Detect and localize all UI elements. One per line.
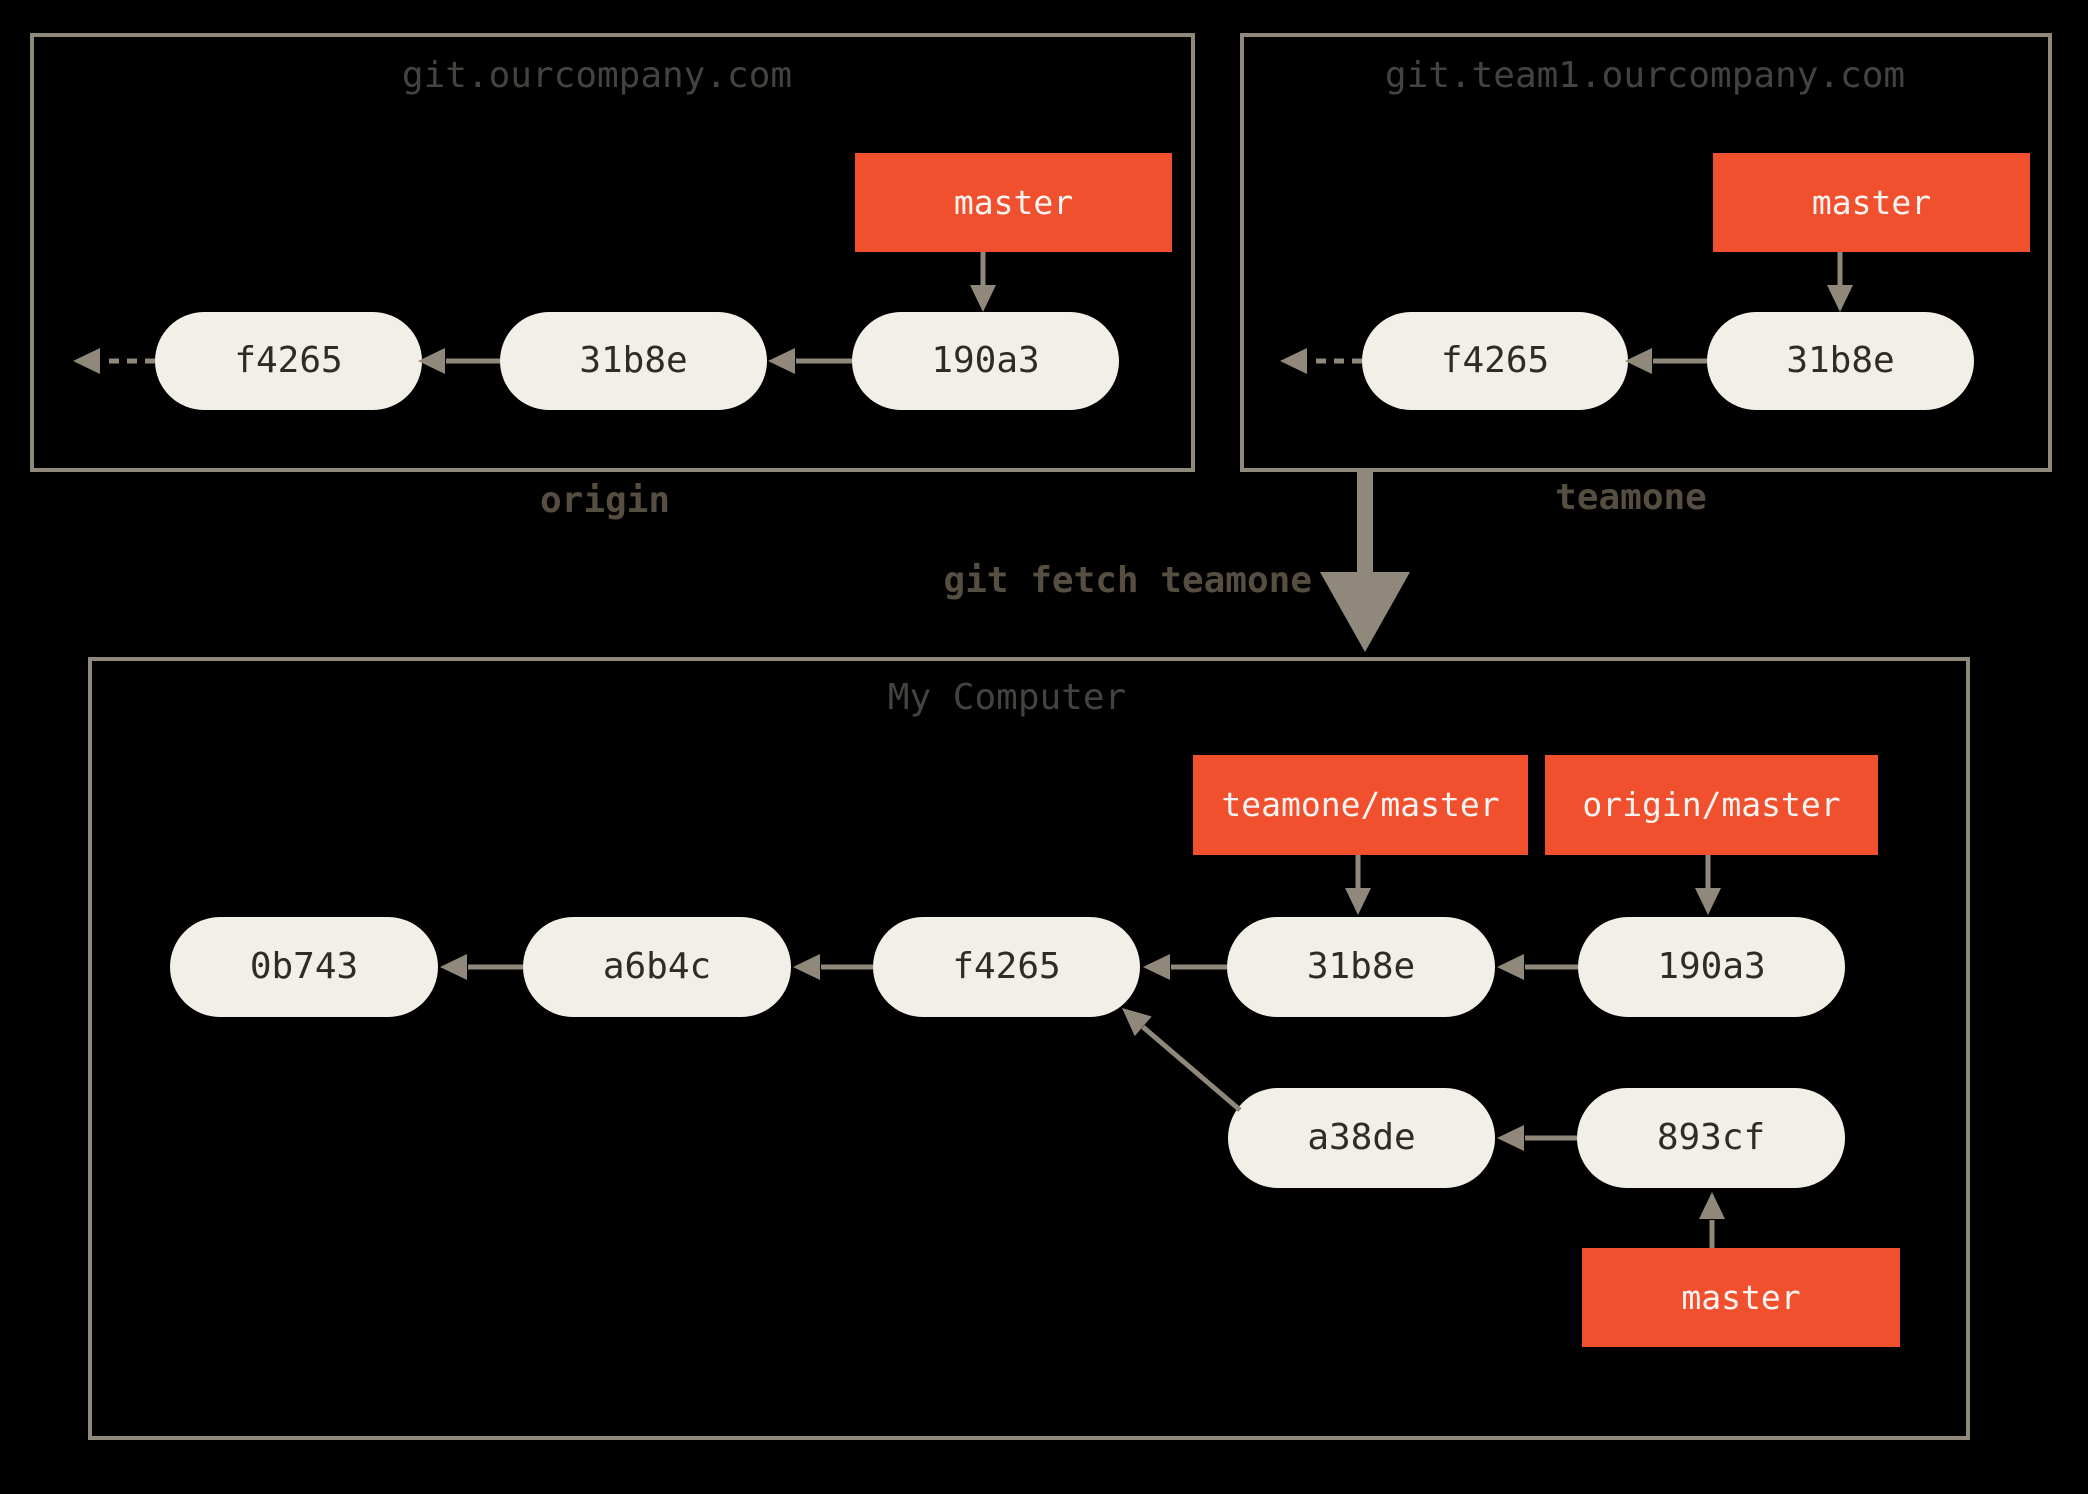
commit-node-origin-31b8e: 31b8e bbox=[500, 312, 767, 410]
local-box-title: My Computer bbox=[887, 677, 1127, 718]
commit-node-local-a6b4c: a6b4c bbox=[523, 917, 791, 1017]
local-teamone-master-chip: teamone/master bbox=[1193, 755, 1528, 855]
remote-teamone-title: git.team1.ourcompany.com bbox=[1384, 55, 1906, 96]
origin-master-branch-chip: master bbox=[855, 153, 1172, 252]
commit-node-teamone-31b8e: 31b8e bbox=[1707, 312, 1974, 410]
remote-teamone-label: teamone bbox=[1555, 477, 1707, 518]
commit-node-origin-190a3: 190a3 bbox=[852, 312, 1119, 410]
remote-box-teamone bbox=[1240, 33, 2052, 472]
local-origin-master-chip: origin/master bbox=[1545, 755, 1878, 855]
teamone-master-branch-chip: master bbox=[1713, 153, 2030, 252]
commit-node-local-893cf: 893cf bbox=[1577, 1088, 1845, 1188]
commit-node-teamone-f4265: f4265 bbox=[1362, 312, 1628, 410]
local-master-branch-chip: master bbox=[1582, 1248, 1900, 1347]
commit-node-local-f4265: f4265 bbox=[873, 917, 1140, 1017]
commit-node-origin-f4265: f4265 bbox=[155, 312, 422, 410]
fetch-command-label: git fetch teamone bbox=[943, 560, 1312, 601]
fetch-big-arrow bbox=[1320, 472, 1410, 652]
commit-node-local-190a3: 190a3 bbox=[1578, 917, 1845, 1017]
remote-origin-title: git.ourcompany.com bbox=[401, 55, 793, 96]
commit-node-local-31b8e: 31b8e bbox=[1227, 917, 1495, 1017]
commit-node-local-0b743: 0b743 bbox=[170, 917, 438, 1017]
local-box-my-computer bbox=[88, 657, 1970, 1440]
commit-node-local-a38de: a38de bbox=[1228, 1088, 1495, 1188]
remote-box-origin bbox=[30, 33, 1195, 472]
remote-origin-label: origin bbox=[539, 480, 671, 521]
